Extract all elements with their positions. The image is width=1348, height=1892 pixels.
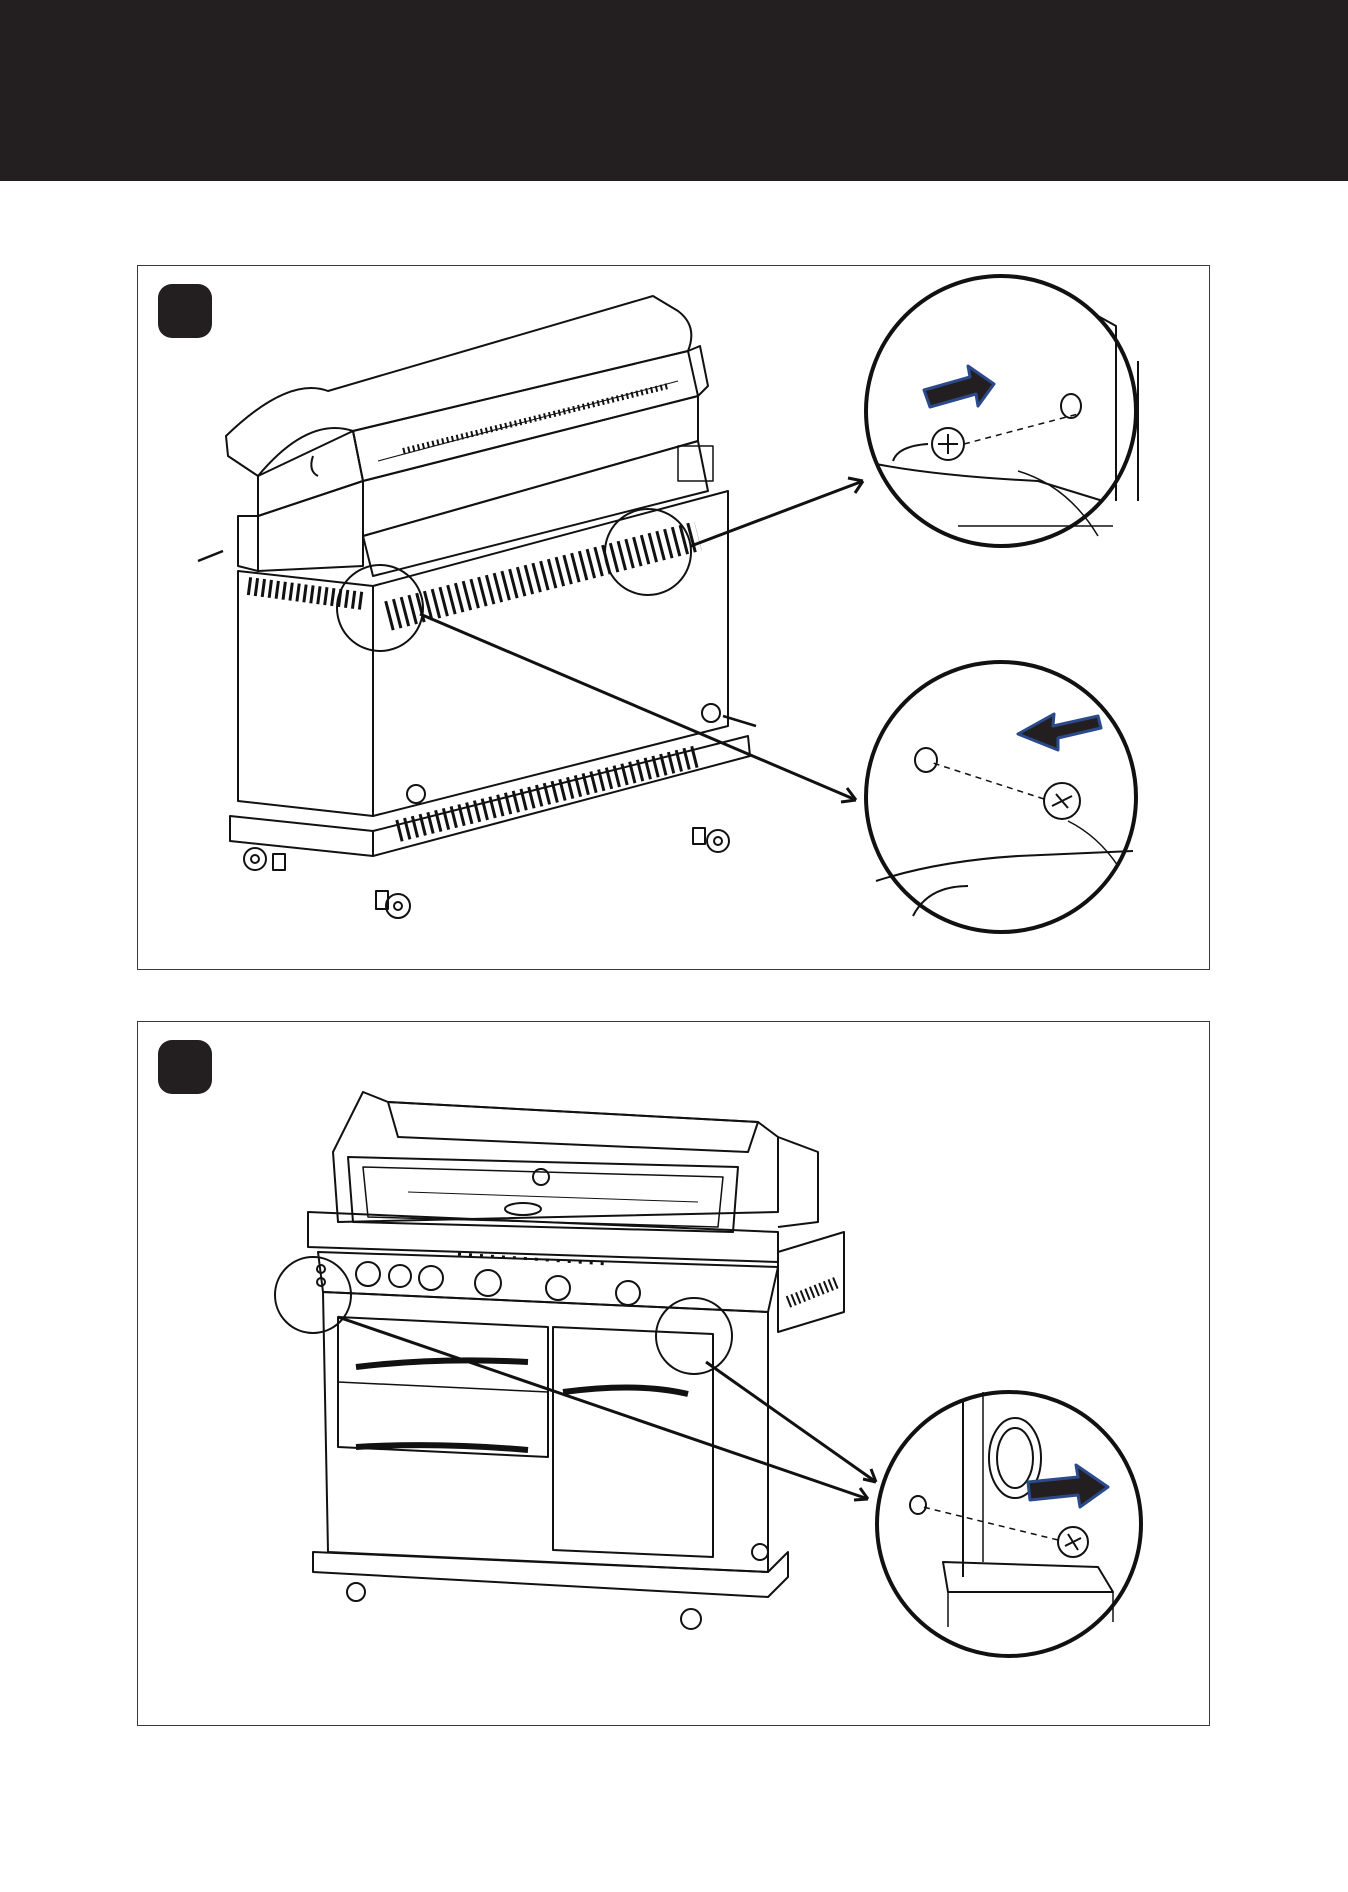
- direction-arrow-right: [924, 366, 994, 407]
- step-1-panel: [137, 265, 1210, 970]
- step-1-illustration: [138, 266, 1211, 971]
- callout-circle-left: [275, 1257, 351, 1333]
- step-2-illustration: [138, 1022, 1211, 1727]
- leader-arrows: [420, 478, 863, 802]
- screw-detail-side-panel: [877, 1392, 1141, 1656]
- screw-detail-left-bracket: [866, 662, 1136, 932]
- step-2-panel: [137, 1021, 1210, 1726]
- header-bar: [0, 0, 1348, 181]
- bbq-hood-rear: [226, 296, 708, 516]
- bbq-hood-front: [308, 1092, 818, 1262]
- bbq-cart-front: [313, 1292, 788, 1629]
- bbq-control-panel: [317, 1232, 844, 1332]
- bbq-castors: [244, 828, 729, 918]
- leader-arrows: [338, 1317, 876, 1500]
- screw-detail-right-bracket: [866, 276, 1138, 546]
- callout-circle-left: [337, 565, 423, 651]
- direction-arrow-left: [1018, 714, 1101, 750]
